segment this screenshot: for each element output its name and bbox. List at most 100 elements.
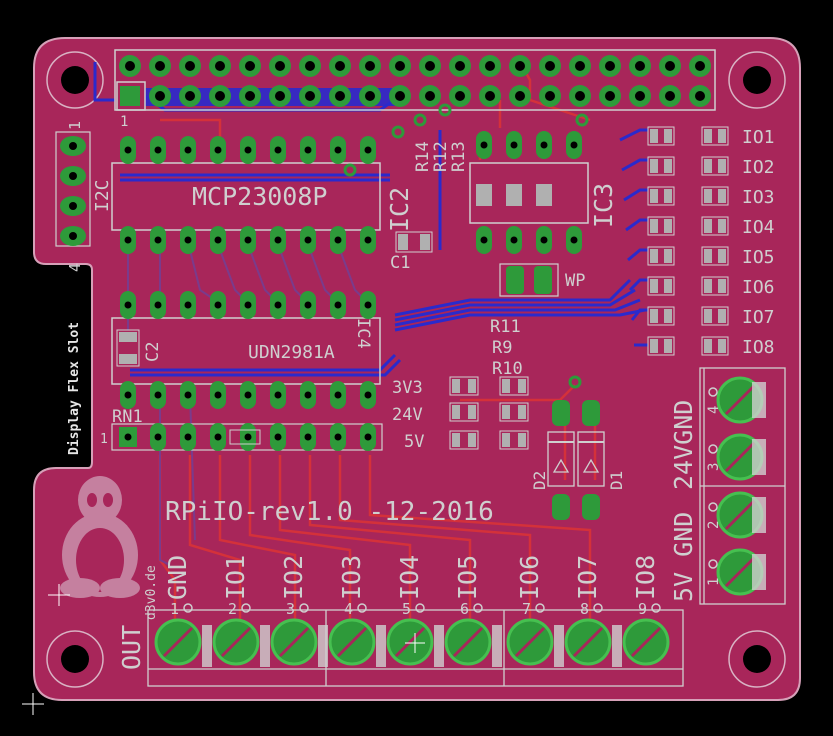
header-pin-hole [185,91,195,101]
terminal-slot [452,626,484,658]
smd-pad [664,159,672,173]
header-pin-hole [485,91,495,101]
power-terminal-divider [752,554,766,590]
terminal-pin-number: 4 [344,600,353,618]
terminal-pin-number: 1 [170,600,179,618]
i2c-pin-hole [69,142,77,150]
ic-pin-hole [334,301,342,309]
io-led-label: IO5 [742,247,775,268]
revision-label: RPiIO-rev1.0 -12-2016 [165,497,494,527]
power-indicators: 3V3 24V 5V R11 R9 R10 [392,317,582,452]
smd-pad [452,433,460,447]
top-layer-traces [158,61,597,620]
rn1-pin-hole [334,433,342,441]
terminal-divider [612,625,622,667]
io-led-label: IO8 [742,337,775,358]
rn1-pin1-label: 1 [100,432,108,447]
smd-pad [718,129,726,143]
power-terminal-slot [724,384,756,416]
ic-pin-hole [154,146,162,154]
io-led-label: IO6 [742,277,775,298]
smd-pad [704,249,712,263]
smd-pad [664,189,672,203]
terminal-slot [278,626,310,658]
ic-pin-hole [154,236,162,244]
v33-label: 3V3 [392,378,423,398]
d1-label: D1 [607,471,626,490]
header-pin-hole [185,61,195,71]
smd-pad [518,379,526,393]
ic-pin-hole [274,146,282,154]
terminal-pin-ring [473,603,483,613]
c2-label: C2 [143,342,163,362]
terminal-label: GND [163,555,192,600]
rn1-label: RN1 [112,407,143,427]
power-terminal-slot [724,441,756,473]
smd-pad [664,249,672,263]
ic-pin-hole [124,146,132,154]
ic-pin-hole [540,236,548,244]
ic2-mcp23008p: MCP23008P IC2 [111,136,414,254]
terminal-divider [554,625,564,667]
header-pin-hole [275,61,285,71]
smd-pad [718,189,726,203]
header-pin-hole [515,61,525,71]
io-led-label: IO1 [742,127,775,148]
rn1-pin-hole [124,433,132,441]
terminal-divider [492,625,502,667]
smd-pad [704,279,712,293]
smd-pad [664,309,672,323]
ic-pin-hole [124,391,132,399]
terminal-label: IO2 [279,555,308,600]
smd-pad [650,339,658,353]
power-terminal-pin-number: 1 [706,578,722,586]
ic-pin-hole [334,146,342,154]
ic-pin-hole [480,141,488,149]
smd-pad [452,379,460,393]
header-pin-hole [635,61,645,71]
ic-pin-hole [304,301,312,309]
wp-label: WP [565,271,585,291]
terminal-pin-number: 2 [228,600,237,618]
header-pin-hole [335,61,345,71]
terminal-label: IO3 [337,555,366,600]
power-terminal-pin-ring [708,387,718,397]
ic-pin-hole [184,236,192,244]
i2c-pin-hole [69,172,77,180]
header-pin-hole [215,91,225,101]
header-pin-square [120,86,140,106]
smd-pad [476,184,492,206]
r14-label: R14 [413,141,433,172]
ic-pin-hole [184,146,192,154]
ic-pin-hole [364,146,372,154]
ic-pin-hole [124,301,132,309]
r9-label: R9 [492,338,512,358]
power-terminal-pin-number: 2 [706,521,722,529]
smd-pad [650,309,658,323]
ic-pin-hole [214,146,222,154]
terminal-pin-ring [183,603,193,613]
header-pin-hole [545,91,555,101]
smd-pad [704,339,712,353]
header-pin1-label: 1 [120,114,128,130]
terminal-slot [514,626,546,658]
i2c-pin-hole [69,232,77,240]
terminal-slot [162,626,194,658]
ic4-udn2981a: UDN2981A IC4 [111,291,381,409]
smd-pad [704,309,712,323]
header-pin-hole [455,91,465,101]
terminal-divider [260,625,270,667]
in-5v-gnd-label: 5V GND [669,512,698,602]
smd-pad [664,129,672,143]
terminal-pin-ring [535,603,545,613]
r10-label: R10 [492,359,523,379]
ic-pin-hole [214,391,222,399]
wp-jumper: WP [499,263,585,297]
power-terminal-divider [752,497,766,533]
ic-pin-hole [184,391,192,399]
ic-pin-hole [274,391,282,399]
smd-pad [664,339,672,353]
terminal-pin-ring [241,603,251,613]
rn1-pin-hole [274,433,282,441]
